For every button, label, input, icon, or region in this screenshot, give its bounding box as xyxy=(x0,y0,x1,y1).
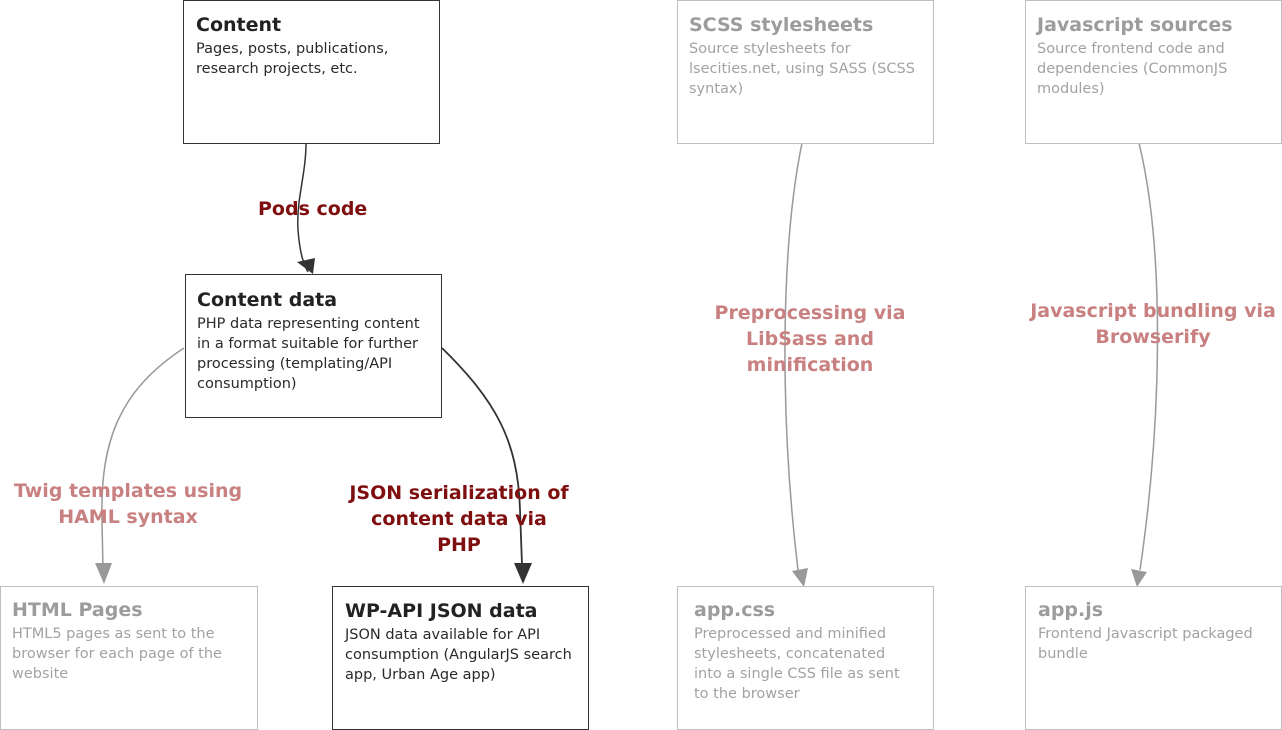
node-app-js-title: app.js xyxy=(1038,599,1104,621)
arrowhead-app-js xyxy=(1131,569,1147,587)
node-js-sources: Javascript sources Source frontend code … xyxy=(1025,0,1282,144)
edge-label-pods-code: Pods code xyxy=(258,198,368,220)
node-wp-api: WP-API JSON data JSON data available for… xyxy=(332,586,589,730)
arrowhead-content-data xyxy=(297,258,315,274)
node-app-js: app.js Frontend Javascript packaged bund… xyxy=(1025,586,1282,730)
node-content-title: Content xyxy=(196,14,282,36)
node-scss-title: SCSS stylesheets xyxy=(689,14,874,36)
edge-label-json-serialization: JSON serialization of content data via P… xyxy=(349,482,569,556)
node-content-data: Content data PHP data representing conte… xyxy=(185,274,442,418)
node-app-css: app.css Preprocessed and minified styles… xyxy=(677,586,934,730)
edge-label-preprocessing: Preprocessing via LibSass and minificati… xyxy=(714,302,906,376)
node-scss: SCSS stylesheets Source stylesheets for … xyxy=(677,0,934,144)
node-wp-api-title: WP-API JSON data xyxy=(345,600,538,622)
arrowhead-app-css xyxy=(792,568,808,587)
node-app-js-desc: Frontend Javascript packaged bundle xyxy=(1038,626,1253,662)
edge-content-data-to-wp-api xyxy=(441,347,523,566)
edge-label-bundling: Javascript bundling via Browserify xyxy=(1030,300,1276,348)
node-html-pages-title: HTML Pages xyxy=(12,599,143,621)
node-js-sources-desc: Source frontend code and dependencies (C… xyxy=(1037,41,1228,97)
node-content: Content Pages, posts, publications, rese… xyxy=(183,0,440,144)
node-content-desc: Pages, posts, publications, research pro… xyxy=(196,41,389,77)
node-content-data-desc: PHP data representing content in a forma… xyxy=(197,316,420,392)
node-content-data-title: Content data xyxy=(197,289,338,311)
node-scss-desc: Source stylesheets for lsecities.net, us… xyxy=(689,41,915,97)
arrowhead-wp-api xyxy=(514,563,532,584)
node-wp-api-desc: JSON data available for API consumption … xyxy=(345,627,572,683)
node-js-sources-title: Javascript sources xyxy=(1037,14,1233,36)
edge-label-twig: Twig templates using HAML syntax xyxy=(13,480,243,528)
edge-js-to-app-js xyxy=(1138,142,1159,571)
node-app-css-title: app.css xyxy=(694,599,776,621)
edge-scss-to-app-css xyxy=(784,142,803,571)
node-app-css-desc: Preprocessed and minified stylesheets, c… xyxy=(694,626,900,702)
arrowhead-html-pages xyxy=(95,563,112,584)
node-html-pages: HTML Pages HTML5 pages as sent to the br… xyxy=(0,586,258,730)
node-html-pages-desc: HTML5 pages as sent to the browser for e… xyxy=(12,626,222,682)
edge-content-data-to-html-pages xyxy=(101,347,185,571)
